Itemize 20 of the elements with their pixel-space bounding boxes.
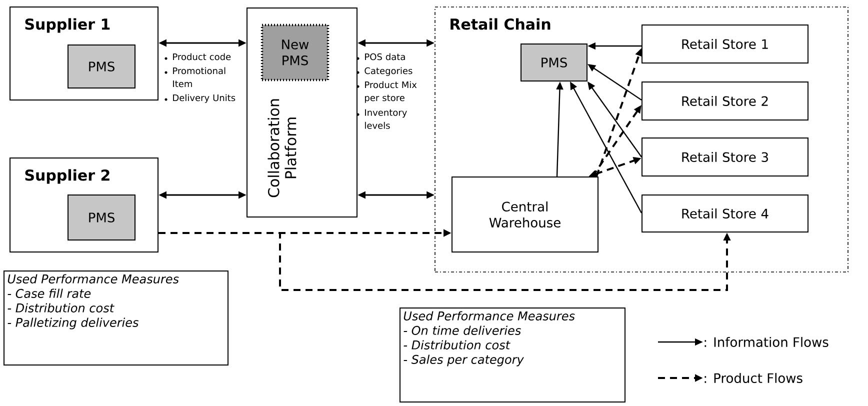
process-box: Retail Store 1: [642, 24, 808, 64]
process-box: Retail Store 3: [642, 138, 808, 176]
legend-label: : Product Flows: [704, 372, 802, 384]
note-box: Used Performance Measures - Case fill rate - Distribution cost - Palletizing deliveries: [4, 270, 228, 366]
process-box: Retail Store 2: [642, 82, 808, 120]
pms-box: PMS: [68, 44, 136, 88]
pms-box: PMS: [68, 194, 136, 240]
list-item: POS data: [365, 53, 405, 60]
list-item: Product Mix per store: [365, 81, 417, 103]
legend-label: : Information Flows: [704, 336, 828, 348]
list-item: Inventory levels: [365, 109, 407, 129]
note-box: Used Performance Measures - On time deliveries - Distribution cost - Sales per category: [400, 308, 626, 402]
pms-box: New PMS: [260, 24, 330, 82]
process-box: Central Warehouse: [452, 176, 598, 252]
pms-box: PMS: [520, 44, 588, 82]
list-item: Delivery Units: [173, 94, 236, 103]
list-item: Promotional Item: [173, 67, 226, 88]
list-item: Product code: [173, 53, 231, 60]
process-box: Retail Store 4: [642, 194, 808, 232]
list-item: Categories: [364, 67, 412, 76]
